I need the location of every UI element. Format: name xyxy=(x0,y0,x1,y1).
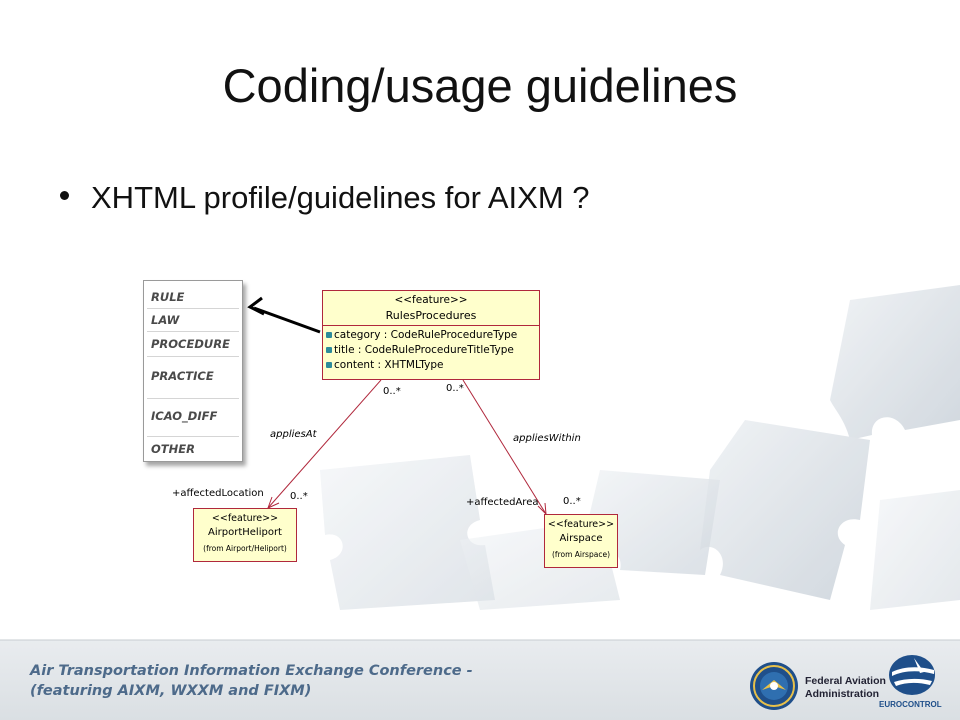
faa-seal-icon xyxy=(750,662,798,710)
faa-name-line2: Administration xyxy=(805,688,880,700)
faa-name-line1: Federal Aviation xyxy=(805,675,886,687)
attribute-category: category : CodeRuleProcedureType xyxy=(326,329,517,341)
eurocontrol-name: EUROCONTROL xyxy=(879,700,942,709)
footer-band xyxy=(0,640,960,720)
affected-area-role: +affectedArea xyxy=(466,497,539,508)
attribute-title: title : CodeRuleProcedureTitleType xyxy=(326,344,514,356)
list-item-other: OTHER xyxy=(151,442,195,456)
attribute-icon xyxy=(326,332,332,338)
page-title: Coding/usage guidelines xyxy=(222,59,738,112)
class-stereotype: <<feature>> xyxy=(394,294,468,306)
class-stereotype: <<feature>> xyxy=(547,519,615,530)
class-name: Airspace xyxy=(559,533,603,544)
applies-at-source-multiplicity: 0..* xyxy=(383,386,401,397)
applies-within-target-multiplicity: 0..* xyxy=(563,496,581,507)
eurocontrol-logo-icon xyxy=(889,655,935,695)
airport-heliport-class: <<feature>> AirportHeliport (from Airpor… xyxy=(193,508,297,562)
list-item-rule: RULE xyxy=(151,290,185,304)
footer-conference-subtitle: (featuring AIXM, WXXM and FIXM) xyxy=(30,683,312,699)
class-package: (from Airspace) xyxy=(552,550,610,559)
footer-conference-title: Air Transportation Information Exchange … xyxy=(30,663,473,679)
applies-at-target-multiplicity: 0..* xyxy=(290,491,308,502)
association-applies-within xyxy=(462,379,547,516)
list-item-icao-diff: ICAO_DIFF xyxy=(151,409,218,423)
class-name: AirportHeliport xyxy=(208,527,282,538)
bullet-icon xyxy=(60,191,69,201)
attribute-icon xyxy=(326,347,332,353)
association-applies-at xyxy=(267,379,382,509)
applies-within-source-multiplicity: 0..* xyxy=(446,383,464,394)
bullet-item: XHTML profile/guidelines for AIXM ? xyxy=(60,180,590,216)
bullet-text: XHTML profile/guidelines for AIXM ? xyxy=(91,180,590,215)
applies-at-role: appliesAt xyxy=(270,429,317,440)
applies-within-role: appliesWithin xyxy=(513,433,581,444)
class-package: (from Airport/Heliport) xyxy=(203,544,287,553)
list-item-law: LAW xyxy=(151,313,180,327)
affected-location-role: +affectedLocation xyxy=(172,488,264,499)
attribute-icon xyxy=(326,362,332,368)
pointer-arrow xyxy=(247,296,321,334)
airspace-class: <<feature>> Airspace (from Airspace) xyxy=(544,514,618,568)
list-item-practice: PRACTICE xyxy=(151,369,214,383)
class-stereotype: <<feature>> xyxy=(211,513,279,524)
list-item-procedure: PROCEDURE xyxy=(151,337,230,351)
class-name: RulesProcedures xyxy=(385,309,477,322)
attribute-content: content : XHTMLType xyxy=(326,359,444,371)
rules-procedures-class: <<feature>> RulesProcedures category : C… xyxy=(322,290,540,380)
procedure-type-listbox: RULE LAW PROCEDURE PRACTICE ICAO_DIFF OT… xyxy=(143,280,243,462)
